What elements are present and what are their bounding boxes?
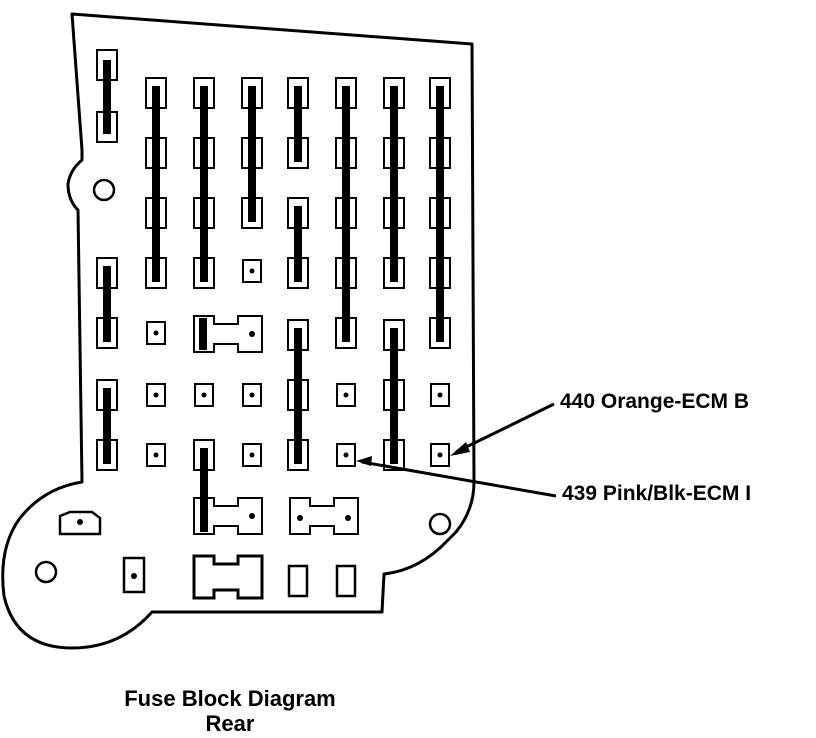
fuse-column-2 [192, 77, 264, 600]
fuse-column-3 [241, 77, 263, 467]
diagram-caption: Fuse Block Diagram Rear [80, 686, 380, 736]
bus-bar [342, 86, 350, 342]
fuse-slot-small [335, 564, 357, 598]
mounting-hole-left-top [92, 178, 116, 202]
fuse-column-7 [429, 77, 451, 467]
bus-bar [436, 86, 444, 342]
bus-bar [248, 86, 256, 222]
bus-bar [103, 266, 111, 342]
caption-subtitle: Rear [205, 711, 255, 736]
caption-title: Fuse Block Diagram [124, 686, 336, 711]
bus-bar [103, 60, 111, 134]
bus-bar [390, 328, 398, 464]
callout-label-439: 439 Pink/Blk-ECM I [562, 482, 752, 505]
bus-bar [390, 86, 398, 282]
relay-connector [289, 497, 359, 535]
fuse-column-6 [383, 77, 405, 471]
bus-bar [200, 448, 208, 532]
fuse-column-4 [287, 77, 359, 598]
mounting-hole-right [428, 512, 452, 536]
callout-label-440: 440 Orange-ECM B [560, 390, 750, 413]
bus-bar [294, 328, 302, 464]
bus-bar [294, 86, 302, 162]
fuse-column-0 [96, 49, 118, 471]
arrowhead-439-icon [356, 456, 372, 466]
bus-bar [152, 86, 160, 282]
relay-socket [192, 554, 264, 600]
fuse-column-1 [145, 77, 167, 467]
leader-line-440 [455, 402, 555, 454]
lower-left-components [58, 510, 146, 594]
relay-connector [193, 497, 263, 535]
arrowhead-440-icon [450, 442, 470, 456]
mounting-hole-bottom-left [34, 560, 58, 584]
leader-line-439 [361, 460, 557, 498]
bus-bar [200, 86, 208, 282]
bus-bar [294, 206, 302, 282]
fuse-column-5 [335, 77, 357, 598]
relay-connector [193, 315, 263, 353]
bus-bar [199, 318, 207, 350]
fuse-slot-small [287, 564, 309, 598]
bus-bar [103, 388, 111, 464]
